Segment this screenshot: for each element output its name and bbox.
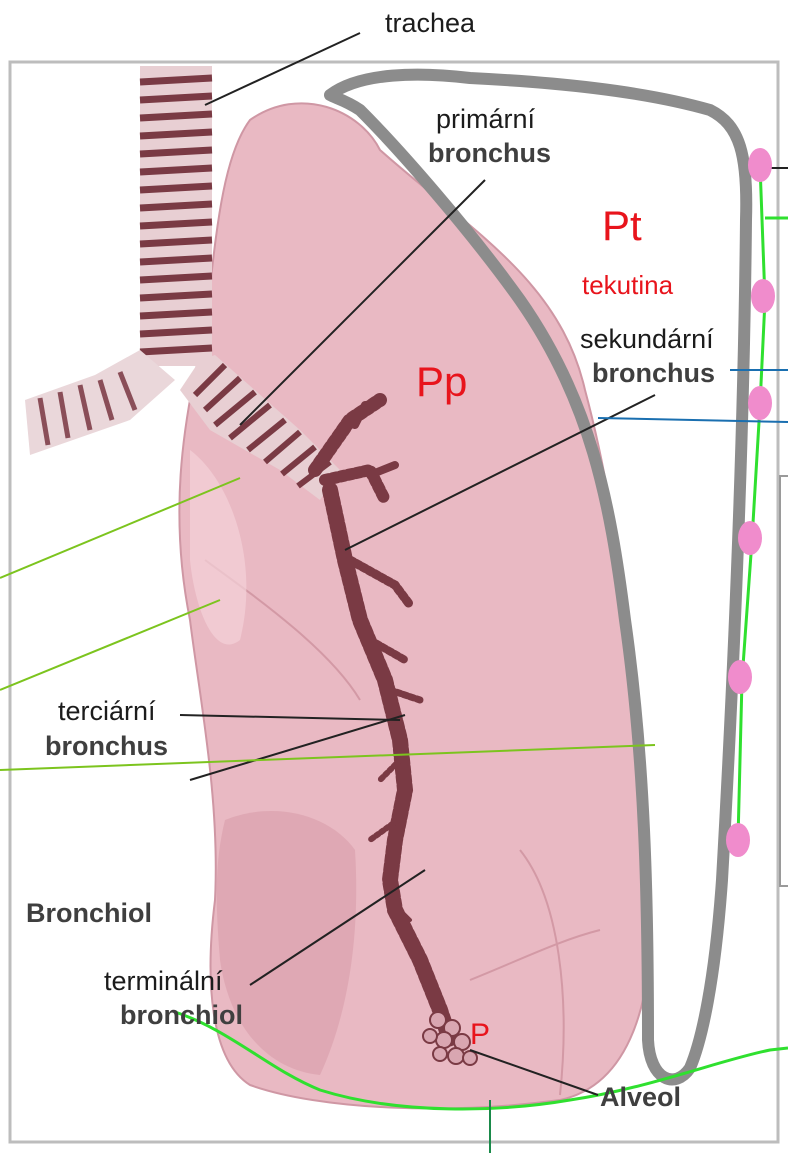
side-box-edge — [780, 476, 788, 886]
label-terminal-bronchiole-line2: bronchiol — [120, 1000, 243, 1031]
label-tertiary-bronchus-line1: terciární — [58, 696, 156, 727]
lymph-node — [751, 279, 775, 313]
label-alveolus: Alveol — [600, 1082, 681, 1113]
alveolus-red-mark: P — [470, 1018, 490, 1052]
trachea — [140, 66, 212, 366]
label-secondary-bronchus-line2: bronchus — [592, 358, 715, 389]
label-fluid: tekutina — [582, 270, 673, 301]
label-primary-bronchus-line1: primární — [436, 104, 535, 135]
label-lung-pleura: Pp — [416, 358, 467, 406]
label-bronchiole: Bronchiol — [26, 898, 152, 929]
label-pleural-cavity: Pt — [602, 202, 642, 250]
label-tertiary-bronchus-line2: bronchus — [45, 731, 168, 762]
label-trachea: trachea — [385, 8, 475, 39]
lymph-node — [728, 660, 752, 694]
label-terminal-bronchiole-line1: terminální — [104, 966, 223, 997]
label-primary-bronchus-line2: bronchus — [428, 138, 551, 169]
lymph-node — [748, 148, 772, 182]
label-secondary-bronchus-line1: sekundární — [580, 324, 714, 355]
lymph-node — [726, 823, 750, 857]
lymph-node — [738, 521, 762, 555]
lymph-node — [748, 386, 772, 420]
